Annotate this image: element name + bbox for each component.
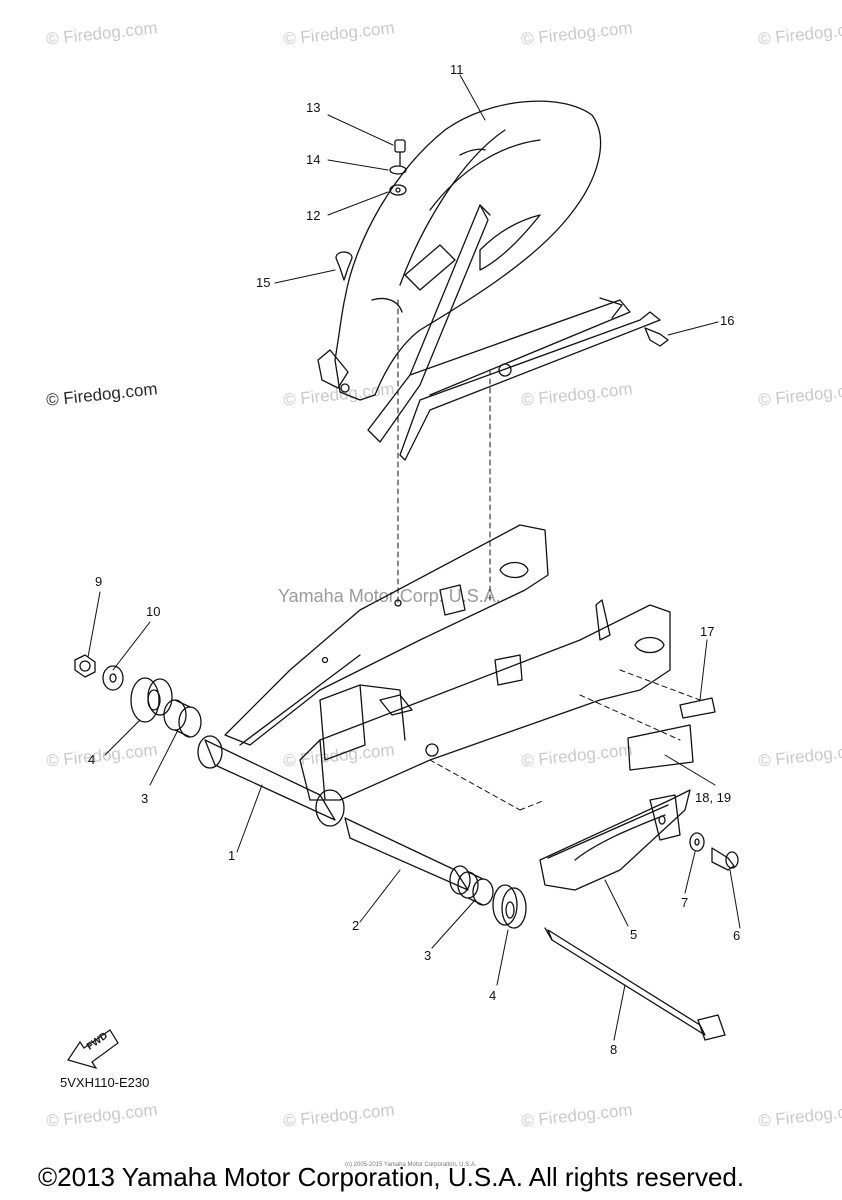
callout-17: 17 <box>700 624 715 639</box>
callout-10: 10 <box>146 604 161 619</box>
swingarm <box>197 524 671 827</box>
bearing-left <box>163 699 202 738</box>
oil-seal-right <box>492 884 527 929</box>
callout-6: 6 <box>733 928 741 943</box>
pivot-shaft <box>544 927 726 1041</box>
callout-4-right: 4 <box>489 988 497 1003</box>
callout-9: 9 <box>95 574 103 589</box>
bearing-right <box>457 871 494 906</box>
diagram-code: 5VXH110-E230 <box>60 1075 150 1090</box>
chain-guard-lower <box>539 789 691 891</box>
washer <box>102 665 124 691</box>
center-watermark: Yamaha Motor Corp. U.S.A. <box>278 586 501 606</box>
chain-puller-plate <box>627 697 716 771</box>
collar <box>344 817 471 895</box>
callout-5: 5 <box>630 927 638 942</box>
callout-13: 13 <box>306 100 321 115</box>
callout-4-left: 4 <box>88 752 96 767</box>
callout-18-19: 18, 19 <box>695 790 732 805</box>
upper-chain-guard <box>367 204 661 461</box>
callout-16: 16 <box>720 313 735 328</box>
callout-3-right: 3 <box>424 948 432 963</box>
oil-seal-left <box>130 677 173 723</box>
callout-12: 12 <box>306 208 321 223</box>
copyright-notice: ©2013 Yamaha Motor Corporation, U.S.A. A… <box>38 1162 745 1192</box>
guard-bolt <box>711 847 739 871</box>
callout-15: 15 <box>256 275 271 290</box>
callout-8: 8 <box>610 1042 618 1057</box>
fwd-arrow-icon <box>67 1029 119 1070</box>
callout-3-left: 3 <box>141 791 149 806</box>
guard-washer <box>689 832 705 852</box>
callout-2: 2 <box>352 918 360 933</box>
rear-fender <box>317 100 602 401</box>
fender-bolts <box>335 139 669 347</box>
callout-7: 7 <box>681 895 689 910</box>
callout-11: 11 <box>450 62 464 77</box>
callout-14: 14 <box>306 152 321 167</box>
small-print: (c) 2005-2015 Yamaha Motor Corporation, … <box>345 1162 477 1168</box>
callout-1: 1 <box>228 848 236 863</box>
nut <box>74 654 96 678</box>
